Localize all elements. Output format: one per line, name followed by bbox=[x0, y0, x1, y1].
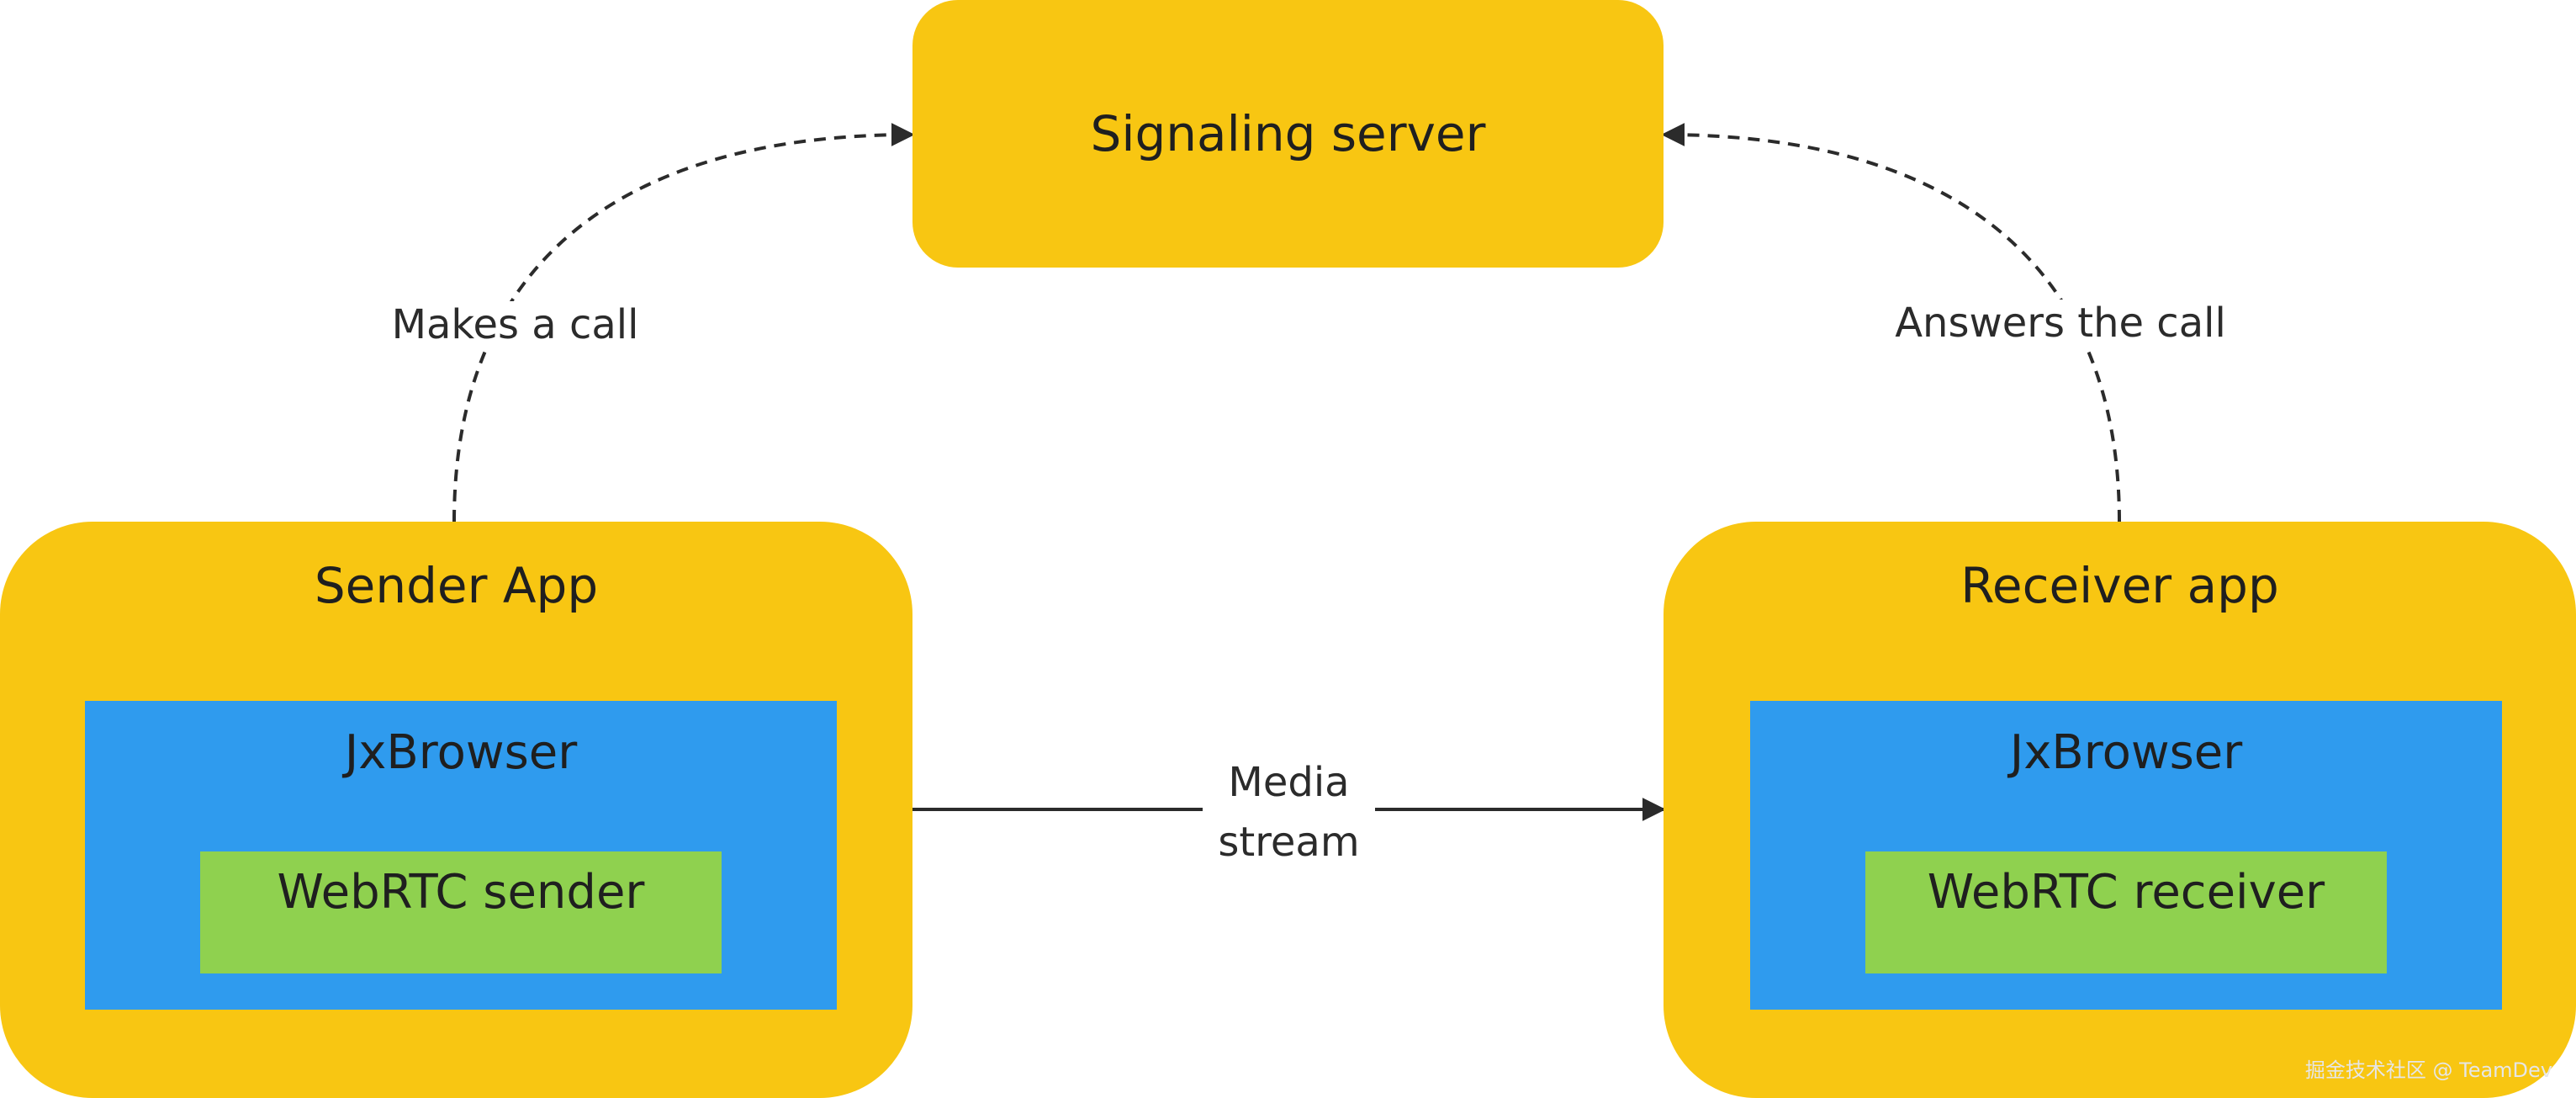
webrtc-sender-label: WebRTC sender bbox=[277, 865, 645, 920]
webrtc-receiver-label: WebRTC receiver bbox=[1927, 865, 2325, 920]
signaling-server-label: Signaling server bbox=[1090, 105, 1486, 162]
webrtc-receiver-panel bbox=[1865, 851, 2387, 973]
media-stream-label-line-2: stream bbox=[1218, 819, 1360, 866]
receiver-app-label: Receiver app bbox=[1960, 557, 2279, 614]
sender-app-label: Sender App bbox=[314, 557, 599, 614]
answers-call-label: Answers the call bbox=[1884, 300, 2237, 347]
receiver-jxbrowser-label: JxBrowser bbox=[2009, 725, 2243, 780]
webrtc-sender-panel bbox=[200, 851, 722, 973]
receiver-to-server-arrow bbox=[1661, 123, 2121, 522]
sender-jxbrowser-label: JxBrowser bbox=[344, 725, 578, 780]
signaling-server-node bbox=[912, 0, 1664, 268]
makes-call-label: Makes a call bbox=[353, 301, 677, 348]
watermark: 掘金技术社区 @ TeamDev bbox=[2304, 1058, 2552, 1082]
media-stream-label-line-1: Media bbox=[1228, 759, 1350, 806]
sender-to-server-arrow bbox=[452, 123, 915, 522]
